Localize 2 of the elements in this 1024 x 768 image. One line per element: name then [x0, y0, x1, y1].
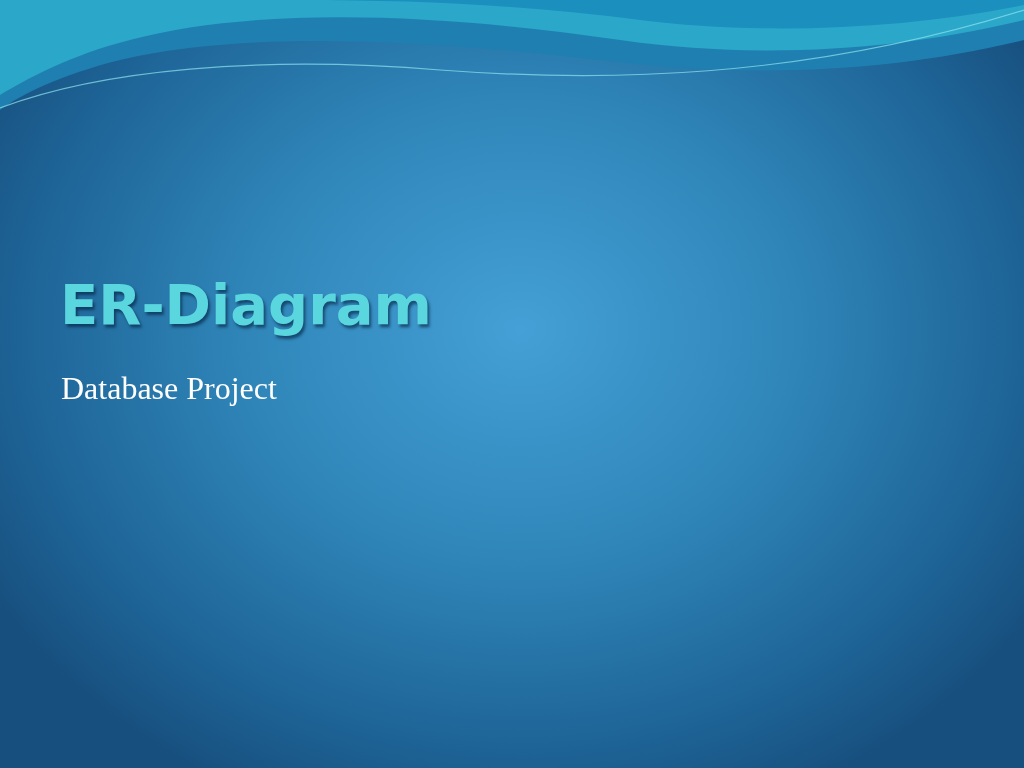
slide-title: ER-Diagram — [60, 272, 432, 337]
subtitle: Database Project — [61, 370, 277, 407]
